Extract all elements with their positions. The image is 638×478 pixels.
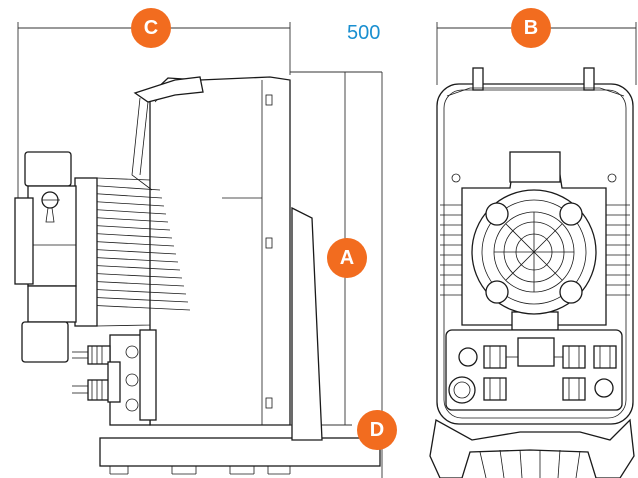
cooling-fins bbox=[84, 184, 191, 311]
badge-a: A bbox=[327, 238, 367, 278]
side-view bbox=[14, 76, 381, 475]
badge-d: D bbox=[357, 410, 397, 450]
dimension-value-label: 500 bbox=[347, 22, 381, 44]
badge-b: B bbox=[511, 8, 551, 48]
front-view bbox=[429, 67, 635, 478]
front-fins bbox=[440, 204, 630, 296]
badge-c: C bbox=[131, 8, 171, 48]
